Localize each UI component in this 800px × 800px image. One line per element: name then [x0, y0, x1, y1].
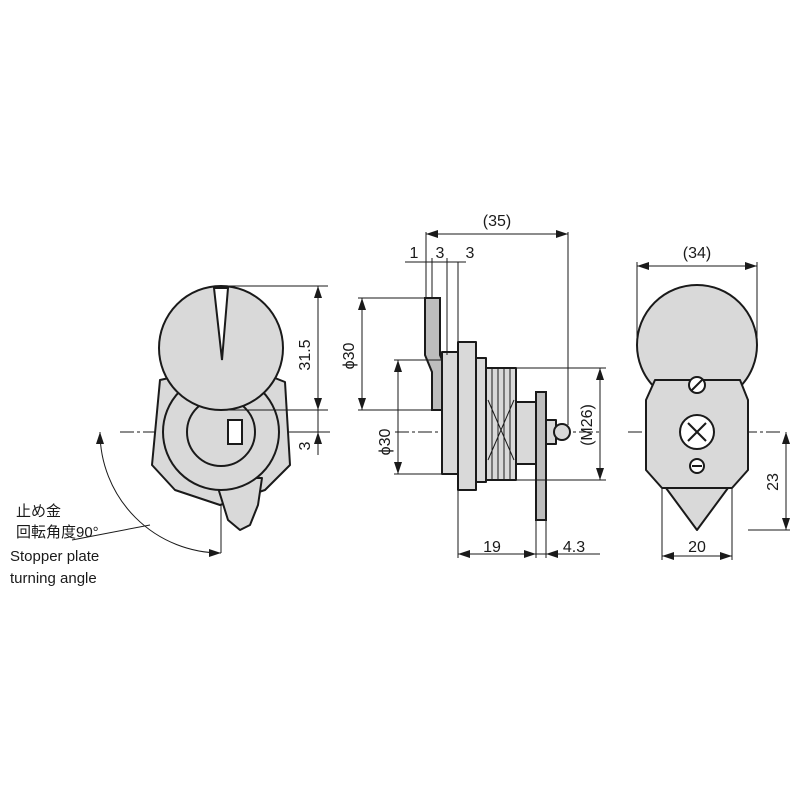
side-screw-head: [553, 423, 571, 441]
front-stopper-plate: [214, 477, 263, 531]
dim-arrow: [596, 468, 604, 480]
note-en-line-2: turning angle: [10, 570, 97, 587]
dim-label-20: 20: [688, 539, 706, 556]
dim-arrow: [637, 262, 649, 270]
note-jp-line-2: 回転角度90°: [16, 524, 99, 541]
turning-angle-arrow-start: [96, 432, 104, 444]
front-cam-slot: [212, 287, 230, 361]
dim-arrow: [358, 398, 366, 410]
front-keyway: [227, 419, 243, 445]
side-view: (35) 1 3 3 ϕ30 ϕ30 (M26) 19: [341, 213, 606, 558]
side-front-flange: [441, 351, 459, 475]
note-en-line-1: Stopper plate: [10, 548, 99, 565]
dim-arrow: [745, 262, 757, 270]
dim-arrow: [458, 550, 470, 558]
dim-arrow: [782, 432, 790, 444]
note-leader-line: [71, 524, 151, 541]
dim-arrow: [394, 462, 402, 474]
turning-angle-arc: [99, 431, 222, 554]
note-jp-line-1: 止め金: [16, 503, 61, 520]
dim-arrow: [358, 298, 366, 310]
dim-arrow: [314, 432, 322, 444]
dim-label-phi30-upper: ϕ30: [341, 343, 358, 370]
dim-arrow: [314, 398, 322, 410]
side-spindle: [515, 401, 537, 465]
side-nut: [457, 341, 477, 491]
side-washer: [475, 357, 487, 483]
dim-arrow: [426, 230, 438, 238]
dim-label-m26: (M26): [579, 404, 596, 446]
dim-arrow: [546, 550, 558, 558]
screw-slot: [690, 378, 704, 392]
dim-arrow: [662, 552, 674, 560]
section-line: [487, 399, 515, 461]
dim-arrow: [782, 518, 790, 530]
dim-arrow: [394, 360, 402, 372]
cross-slot: [687, 422, 707, 442]
side-threaded-body: [485, 367, 517, 481]
dim-arrow: [314, 286, 322, 298]
dim-label-31-5: 31.5: [297, 339, 314, 370]
dim-label-35: (35): [483, 213, 511, 230]
side-rear-cam: [535, 391, 547, 521]
dim-label-4-3: 4.3: [563, 539, 585, 556]
dim-arrow: [596, 368, 604, 380]
dim-label-phi30-lower: ϕ30: [377, 429, 394, 456]
dim-label-1: 1: [410, 245, 419, 262]
dim-label-23: 23: [765, 473, 782, 491]
front-view: 31.5 3 止め金 回転角度90° Stopper plate turning…: [10, 285, 330, 587]
rear-view: (34) 23 20: [628, 245, 790, 560]
turning-angle-arrow-end: [209, 549, 221, 557]
dim-label-3-front: 3: [297, 441, 314, 450]
dim-label-3a: 3: [436, 245, 445, 262]
dim-arrow: [556, 230, 568, 238]
dim-label-3b: 3: [466, 245, 475, 262]
dim-label-34: (34): [683, 245, 711, 262]
dim-arrow: [720, 552, 732, 560]
dim-label-19: 19: [483, 539, 501, 556]
